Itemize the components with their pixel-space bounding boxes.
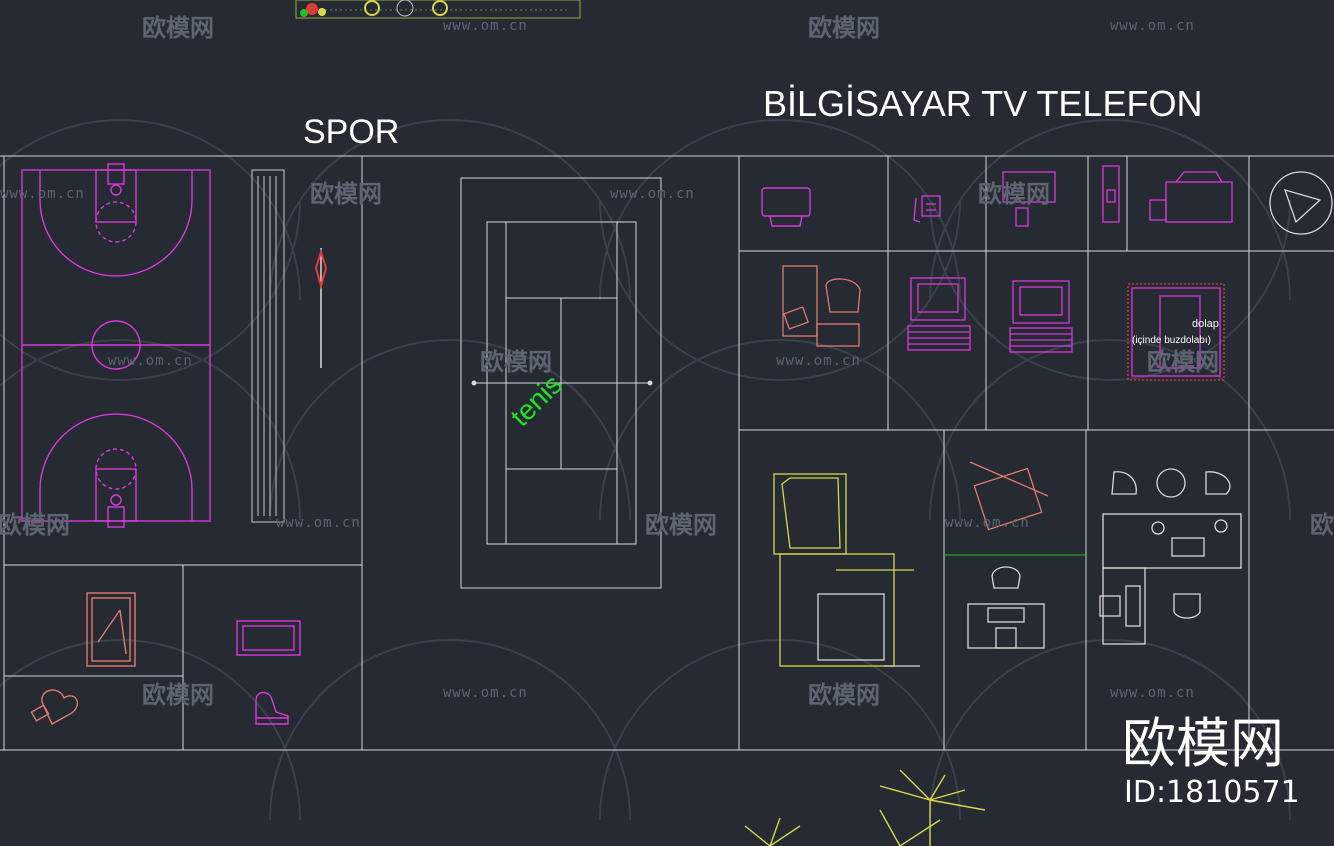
piano bbox=[255, 691, 289, 725]
computer-desk-small bbox=[1002, 171, 1056, 227]
meeting-table-set bbox=[1099, 468, 1242, 645]
desk-plan-angled bbox=[969, 461, 1049, 531]
fridge-cabinet bbox=[1127, 283, 1225, 381]
compass-emblem bbox=[1269, 171, 1333, 235]
javelin bbox=[314, 248, 328, 368]
heart-chair bbox=[30, 689, 79, 725]
tennis-court bbox=[460, 177, 662, 589]
layout-grid bbox=[0, 155, 1334, 751]
palm-plants bbox=[744, 769, 986, 846]
speaker-column bbox=[1102, 165, 1120, 223]
phone-and-tv-set bbox=[1149, 171, 1233, 223]
tv-monitor bbox=[761, 187, 811, 227]
desktop-computer-1 bbox=[907, 277, 971, 351]
tv-cabinet-elevation bbox=[773, 473, 920, 667]
watermark-url: www.om.cn bbox=[443, 685, 528, 701]
watermark-url: www.om.cn bbox=[0, 186, 85, 202]
watermark-cn: 欧模网 bbox=[310, 180, 382, 208]
brand-name: 欧模网 bbox=[1122, 712, 1284, 775]
section-title-electronics: BİLGİSAYAR TV TELEFON bbox=[763, 83, 1202, 124]
watermark-url: www.om.cn bbox=[610, 186, 695, 202]
watermark-cn: 欧模网 bbox=[808, 14, 880, 42]
telephone bbox=[913, 195, 941, 223]
fridge-label-line2: (içinde buzdolabı) bbox=[1132, 335, 1211, 346]
desktop-computer-2 bbox=[1009, 280, 1073, 353]
watermark-cn: 欧模网 bbox=[0, 511, 70, 539]
section-title-sport: SPOR bbox=[303, 113, 399, 151]
watermark-url: www.om.cn bbox=[443, 18, 528, 34]
watermark-url: www.om.cn bbox=[108, 353, 193, 369]
watermark-cn: 欧模网 bbox=[142, 681, 214, 709]
watermark-cn: 欧模网 bbox=[808, 681, 880, 709]
watermark-url: www.om.cn bbox=[276, 515, 361, 531]
brand-id: ID:1810571 bbox=[1124, 775, 1300, 810]
watermark-arcs bbox=[0, 119, 1291, 821]
fridge-label-line1: dolap bbox=[1192, 318, 1219, 330]
watermark-cn: 欧模网 bbox=[480, 348, 552, 376]
watermark-cn: 欧模网 bbox=[978, 180, 1050, 208]
watermark-url: www.om.cn bbox=[776, 353, 861, 369]
top-plant-strip bbox=[295, 0, 581, 19]
mirror-frame bbox=[86, 592, 136, 667]
watermark-cn: 欧模网 bbox=[645, 511, 717, 539]
watermark-cn: 欧模网 bbox=[1147, 348, 1219, 376]
treadmill bbox=[236, 620, 301, 656]
computer-desk-plan bbox=[967, 566, 1045, 649]
watermark-url: www.om.cn bbox=[1110, 18, 1195, 34]
watermark-url: www.om.cn bbox=[1110, 685, 1195, 701]
basketball-court bbox=[21, 163, 211, 528]
watermark-cn: 欧模网 bbox=[142, 14, 214, 42]
watermark-url: www.om.cn bbox=[945, 515, 1030, 531]
tennis-label: tenis bbox=[504, 368, 568, 432]
watermarks: 欧模网 www.om.cn 欧模网 www.om.cn www.om.cn 欧模… bbox=[0, 14, 1334, 709]
office-chair-desk bbox=[782, 265, 861, 347]
lap-track bbox=[251, 169, 285, 523]
watermark-cn: 欧模网 bbox=[1310, 511, 1334, 539]
